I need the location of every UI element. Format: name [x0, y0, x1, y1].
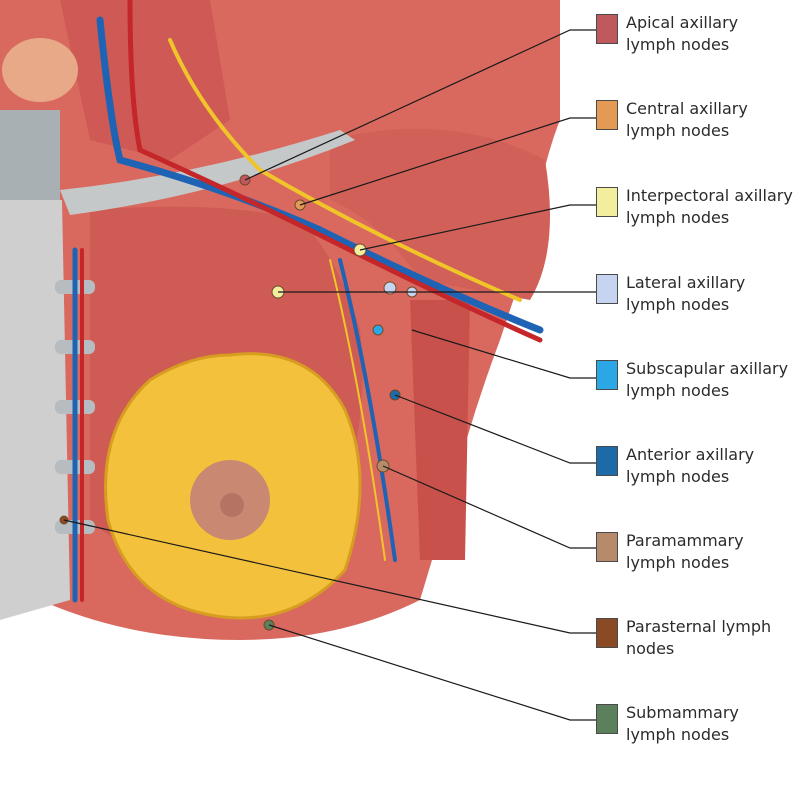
legend-swatch [596, 532, 618, 562]
legend-label-line2: lymph nodes [626, 35, 730, 54]
legend-label-line1: Lateral axillary [626, 273, 746, 292]
upper-arm [410, 300, 470, 560]
legend-label-line2: lymph nodes [626, 725, 730, 744]
nipple [220, 493, 244, 517]
legend-label-line2: lymph nodes [626, 467, 730, 486]
legend-label-line1: Submammary [626, 703, 739, 722]
legend-label: Central axillary lymph nodes [626, 98, 800, 142]
legend-label-line2: nodes [626, 639, 675, 658]
legend-swatch [596, 360, 618, 390]
thyroid-gland [2, 38, 78, 102]
shoulder-muscle [330, 128, 550, 300]
legend-label-line2: lymph nodes [626, 208, 730, 227]
legend-label-line1: Subscapular axillary [626, 359, 789, 378]
legend-swatch [596, 100, 618, 130]
legend-swatch [596, 704, 618, 734]
legend-label: Submammary lymph nodes [626, 702, 800, 746]
legend-label: Paramammary lymph nodes [626, 530, 800, 574]
legend-label: Interpectoral axillary lymph nodes [626, 185, 800, 229]
legend-label-line2: lymph nodes [626, 295, 730, 314]
legend-swatch [596, 187, 618, 217]
lymph-node-markers [59, 174, 418, 631]
legend-label-line1: Interpectoral axillary [626, 186, 793, 205]
clavicle [60, 130, 355, 215]
legend-label-line1: Parasternal lymph [626, 617, 772, 636]
trachea [0, 110, 60, 200]
legend-label: Subscapular axillary lymph nodes [626, 358, 800, 402]
legend-label-line2: lymph nodes [626, 381, 730, 400]
legend-label-line2: lymph nodes [626, 553, 730, 572]
legend-label: Anterior axillary lymph nodes [626, 444, 800, 488]
legend-label-line1: Anterior axillary [626, 445, 755, 464]
legend-swatch [596, 618, 618, 648]
legend-swatch [596, 274, 618, 304]
legend-label-line1: Central axillary [626, 99, 748, 118]
legend-label: Parasternal lymph nodes [626, 616, 800, 660]
legend-label-line2: lymph nodes [626, 121, 730, 140]
legend-label-line1: Paramammary [626, 531, 744, 550]
legend-label-line1: Apical axillary [626, 13, 739, 32]
legend-label: Apical axillary lymph nodes [626, 12, 800, 56]
legend-swatch [596, 446, 618, 476]
sternum [0, 200, 70, 620]
legend-swatch [596, 14, 618, 44]
legend-label: Lateral axillary lymph nodes [626, 272, 800, 316]
leader-lines [63, 29, 596, 721]
